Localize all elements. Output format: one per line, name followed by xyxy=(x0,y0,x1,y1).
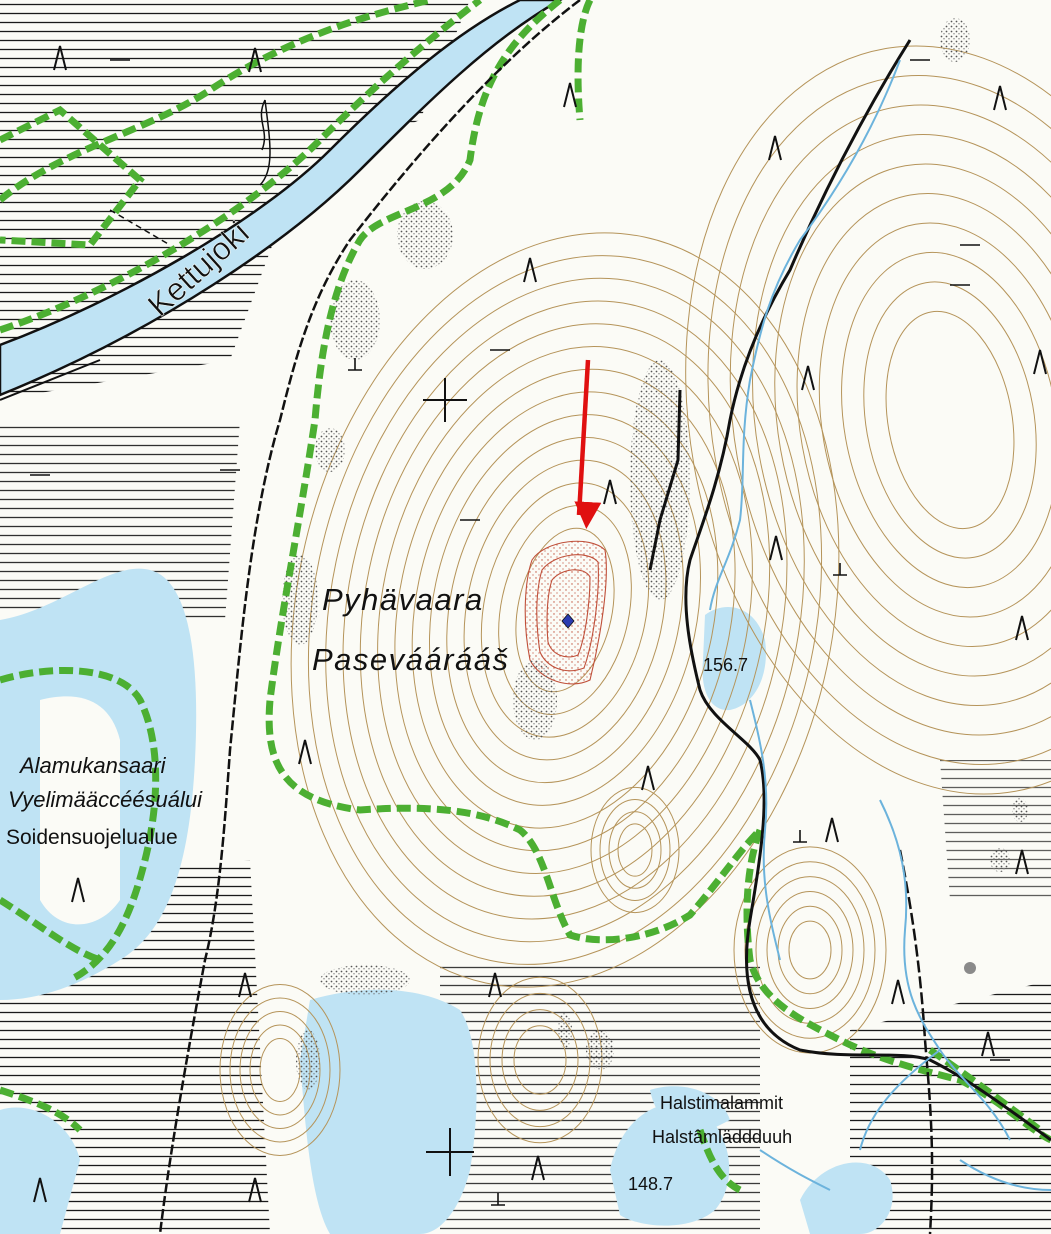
elevation-label-lower: 148.7 xyxy=(628,1174,673,1194)
contour-line xyxy=(359,323,771,897)
hill-label-sms: Paseváárááš xyxy=(312,642,509,677)
forest-symbol xyxy=(563,82,577,108)
contour-line xyxy=(513,1025,567,1095)
contour-line xyxy=(766,890,854,1010)
contour-line xyxy=(841,251,1051,589)
contour-line xyxy=(325,277,805,943)
contour-line xyxy=(777,905,843,995)
contour-line xyxy=(685,45,1051,795)
forest-symbol xyxy=(801,365,815,391)
contour-line xyxy=(342,300,788,920)
forest-symbol xyxy=(1015,849,1029,875)
contour-line xyxy=(377,346,753,874)
tee-marker-icon xyxy=(793,830,807,843)
reserve-label-sms: Vyelimääccéésuálui xyxy=(8,787,203,812)
summit-contours xyxy=(524,540,607,685)
contour-line xyxy=(428,414,702,806)
elevation-label-upper: 156.7 xyxy=(703,655,748,675)
contour-line xyxy=(885,310,1015,530)
forest-symbol xyxy=(298,739,312,765)
contour-line xyxy=(818,222,1051,618)
forest-symbol xyxy=(53,45,67,71)
contour-line xyxy=(752,133,1051,707)
contour-line xyxy=(608,811,662,889)
contour-line xyxy=(590,786,680,914)
pond-label-fi: Halstimalammit xyxy=(660,1093,783,1113)
tee-marker-icon xyxy=(833,563,847,576)
forest-symbol xyxy=(248,1177,262,1203)
contour-line xyxy=(463,459,667,761)
contour-line xyxy=(774,163,1051,677)
contour-line xyxy=(219,984,341,1156)
grey-point-icon xyxy=(964,962,976,974)
contour-line xyxy=(501,1009,579,1111)
reserve-type-label: Soidensuojelualue xyxy=(6,826,178,849)
contour-line xyxy=(259,1038,301,1102)
forest-symbol xyxy=(248,47,262,73)
contour-line xyxy=(307,255,823,965)
forest-symbol xyxy=(531,1155,545,1181)
contour-line xyxy=(394,368,736,852)
contour-line xyxy=(863,281,1037,559)
forest-symbol xyxy=(488,972,502,998)
hill-label-fi: Pyhävaara xyxy=(322,582,484,617)
contour-line xyxy=(796,192,1051,648)
forest-symbol xyxy=(1033,349,1047,375)
forest-symbol xyxy=(981,1031,995,1057)
tee-marker-icon xyxy=(491,1193,505,1206)
contour-line xyxy=(707,74,1051,766)
tee-marker-icon xyxy=(348,358,362,371)
contour-line xyxy=(599,799,671,901)
forest-symbol xyxy=(769,535,783,561)
contour-line xyxy=(755,876,865,1024)
summit-point-icon xyxy=(561,613,575,629)
pond-label-sms: Halstâmläddduuh xyxy=(652,1127,792,1147)
reserve-label-fi: Alamukansaari xyxy=(18,753,167,778)
water-bodies xyxy=(0,568,893,1234)
contour-line xyxy=(617,823,653,877)
contour-line xyxy=(290,232,840,988)
forest-symbol xyxy=(603,479,617,505)
forest-symbol xyxy=(768,135,782,161)
forest-symbol xyxy=(891,979,905,1005)
protected-area-border xyxy=(0,0,1051,1194)
forest-symbol xyxy=(33,1177,47,1203)
contour-line xyxy=(788,920,832,980)
forest-symbol xyxy=(825,817,839,843)
cross-marker-icon xyxy=(423,378,467,422)
forest-symbol xyxy=(523,257,537,283)
contour-line xyxy=(239,1011,321,1129)
cross-marker-icon xyxy=(426,1128,474,1176)
red-arrow-icon xyxy=(574,359,602,529)
forest-symbol xyxy=(993,85,1007,111)
forest-symbol xyxy=(1015,615,1029,641)
contour-line xyxy=(729,104,1051,736)
forest-symbol xyxy=(641,765,655,791)
streams xyxy=(260,59,1051,1191)
forest-symbol xyxy=(71,877,85,903)
map-symbols xyxy=(30,45,1047,1206)
contour-line xyxy=(229,997,331,1143)
rock-areas xyxy=(282,18,1028,1090)
contour-line xyxy=(446,436,684,784)
forest-symbol xyxy=(238,972,252,998)
contour-lines xyxy=(219,45,1051,1156)
cliff-line xyxy=(648,389,682,571)
contour-line xyxy=(744,861,876,1039)
